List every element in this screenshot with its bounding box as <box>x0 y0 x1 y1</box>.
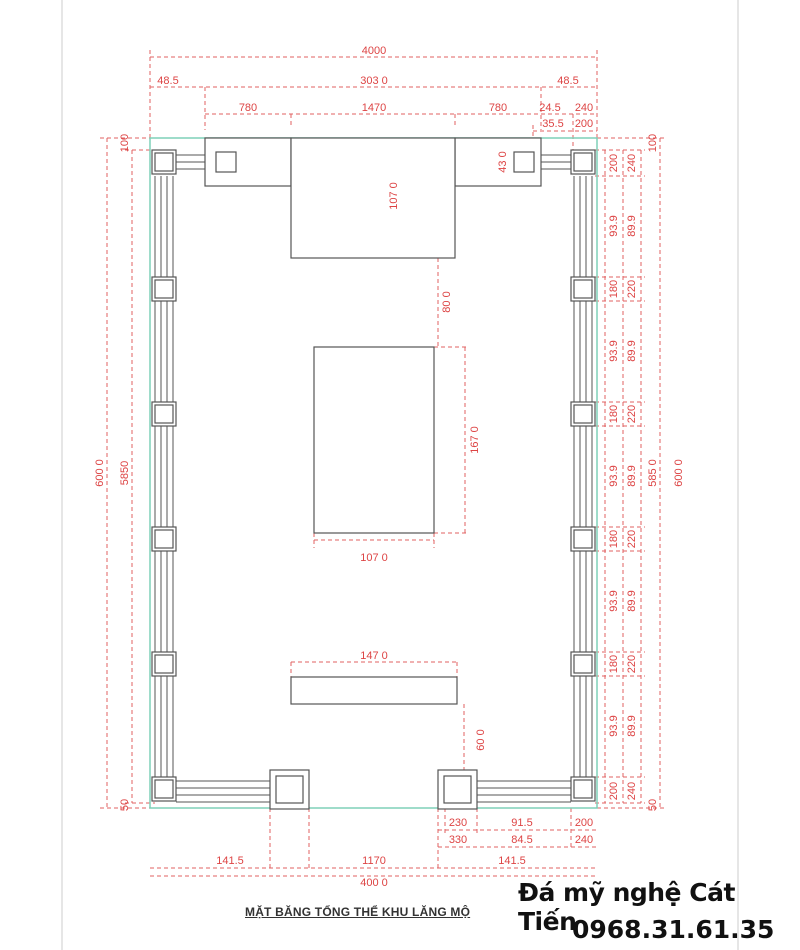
dimension-label: 89.9 <box>626 465 638 486</box>
phone-number: 0968.31.61.35 <box>572 915 775 944</box>
dimension-label: 93.9 <box>608 215 620 236</box>
bottom-wall <box>176 780 571 803</box>
dimension-label: 780 <box>239 102 257 114</box>
dimension-label: 585 0 <box>647 459 659 487</box>
dimension-label: 240 <box>626 154 638 172</box>
dimension-label: 240 <box>575 834 593 846</box>
posts <box>151 149 596 810</box>
post-cap <box>573 279 593 299</box>
altar-block <box>290 137 456 259</box>
dimension-label: 48.5 <box>157 75 178 87</box>
dimension-label: 1170 <box>362 855 386 867</box>
dimension-label: 200 <box>575 817 593 829</box>
post-cap <box>573 779 593 799</box>
dimension-label: 107 0 <box>388 182 400 210</box>
dimension-label: 220 <box>626 655 638 673</box>
dimension-label: 180 <box>608 280 620 298</box>
gate-pillar-cap <box>275 775 304 804</box>
dimension-label: 89.9 <box>626 340 638 361</box>
dimension-label: 4000 <box>362 45 386 57</box>
dimension-label: 600 0 <box>673 459 685 487</box>
post-cap <box>154 404 174 424</box>
dimension-label: 200 <box>608 782 620 800</box>
dimension-label: 600 0 <box>94 459 106 487</box>
post-cap <box>154 779 174 799</box>
dimension-label: 89.9 <box>626 590 638 611</box>
post-cap <box>154 654 174 674</box>
dimension-label: 93.9 <box>608 715 620 736</box>
dimension-label: 89.9 <box>626 215 638 236</box>
dimension-label: 200 <box>575 118 593 130</box>
dimension-label: 35.5 <box>542 118 563 130</box>
dimension-label: 93.9 <box>608 340 620 361</box>
dimension-label: 180 <box>608 530 620 548</box>
dimension-label: 167 0 <box>469 426 481 454</box>
dimension-label: 200 <box>608 154 620 172</box>
post-cap <box>573 529 593 549</box>
post-cap <box>154 152 174 172</box>
dimension-label: 303 0 <box>360 75 388 87</box>
dimension-label: 48.5 <box>557 75 578 87</box>
dimension-label: 147 0 <box>360 650 388 662</box>
dimension-label: 180 <box>608 655 620 673</box>
dimension-label: 141.5 <box>216 855 244 867</box>
dimension-label: 93.9 <box>608 590 620 611</box>
dimension-label: 100 <box>647 134 659 152</box>
dimension-label: 80 0 <box>441 291 453 312</box>
dimension-label: 240 <box>575 102 593 114</box>
dimension-label: 400 0 <box>360 877 388 889</box>
dimension-label: 220 <box>626 530 638 548</box>
dimension-label: 220 <box>626 280 638 298</box>
dimension-label: 84.5 <box>511 834 532 846</box>
dimension-label: 100 <box>119 134 131 152</box>
post-cap <box>573 404 593 424</box>
dimension-label: 91.5 <box>511 817 532 829</box>
dimension-label: 24.5 <box>539 102 560 114</box>
dimension-label: 141.5 <box>498 855 526 867</box>
left-wall <box>154 176 174 777</box>
drawing-title: MẶT BĂNG TỔNG THỂ KHU LĂNG MỘ <box>245 905 471 919</box>
dimension-labels: 4000 48.5 303 0 48.5 780 1470 780 24.5 240 35.5 20… <box>94 45 685 889</box>
dimension-label: 5850 <box>119 461 131 485</box>
dimension-label: 330 <box>449 834 467 846</box>
dimension-label: 50 <box>119 799 131 811</box>
post-cap <box>573 152 593 172</box>
bench <box>290 676 458 705</box>
dimension-label: 240 <box>626 782 638 800</box>
right-urn-pedestal <box>513 151 535 173</box>
dimension-label: 180 <box>608 405 620 423</box>
post-cap <box>154 529 174 549</box>
dimension-label: 93.9 <box>608 465 620 486</box>
dimension-label: 1470 <box>362 102 386 114</box>
dimension-label: 107 0 <box>360 552 388 564</box>
dimension-label: 50 <box>647 799 659 811</box>
gate-pillar-cap <box>443 775 472 804</box>
left-urn-pedestal <box>215 151 237 173</box>
dimension-label: 230 <box>449 817 467 829</box>
brand-name: Đá mỹ nghệ Cát Tiến <box>518 878 735 936</box>
dimension-label: 43 0 <box>497 151 509 172</box>
post-cap <box>573 654 593 674</box>
post-cap <box>154 279 174 299</box>
dimension-label: 60 0 <box>475 729 487 750</box>
dimension-label: 89.9 <box>626 715 638 736</box>
right-wall <box>573 176 593 777</box>
dimension-label: 780 <box>489 102 507 114</box>
tomb <box>313 346 435 534</box>
dimension-label: 220 <box>626 405 638 423</box>
